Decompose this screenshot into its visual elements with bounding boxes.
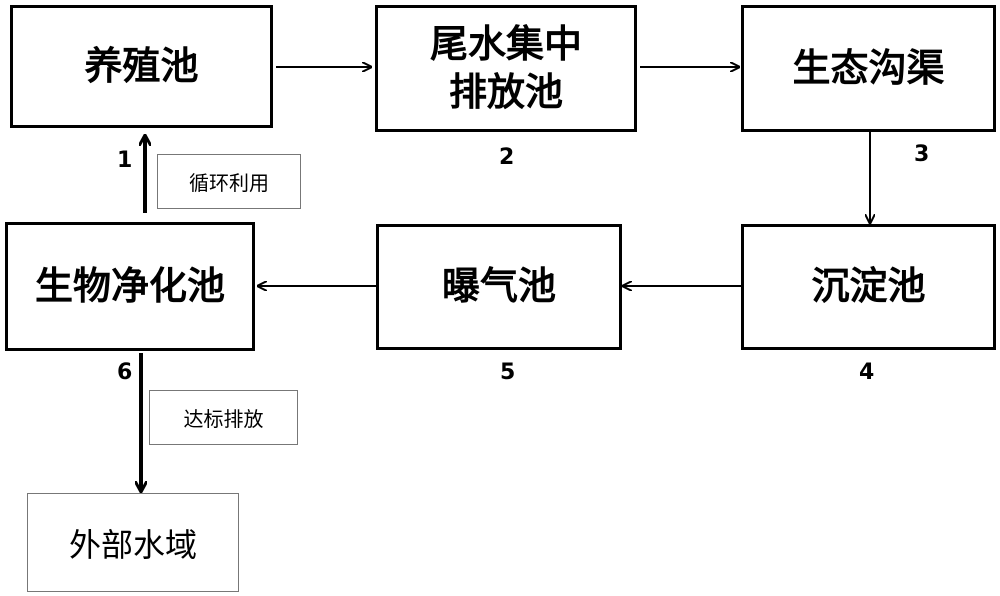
- node-sedimentation-pond: 沉淀池: [741, 224, 996, 350]
- node-number-4: 4: [859, 360, 874, 385]
- node-number-2: 2: [499, 145, 514, 170]
- external-label: 外部水域: [69, 520, 197, 566]
- node-label: 沉淀池: [811, 263, 925, 311]
- node-label: 曝气池: [442, 263, 556, 311]
- node-number-3: 3: [914, 142, 929, 167]
- node-label: 尾水集中 排放池: [430, 21, 582, 116]
- discharge-label: 达标排放: [149, 390, 298, 445]
- node-breeding-pond: 养殖池: [10, 5, 273, 128]
- node-number-6: 6: [117, 360, 132, 385]
- recycle-label: 循环利用: [157, 154, 301, 209]
- node-label: 生态沟渠: [792, 45, 944, 93]
- external-waters: 外部水域: [27, 493, 239, 592]
- node-label: 生物净化池: [35, 263, 225, 311]
- node-number-5: 5: [500, 360, 515, 385]
- node-aeration-pond: 曝气池: [376, 224, 622, 350]
- node-label: 养殖池: [84, 43, 198, 91]
- node-tailwater-discharge-pond: 尾水集中 排放池: [375, 5, 637, 132]
- node-ecological-ditch: 生态沟渠: [741, 5, 996, 132]
- node-number-1: 1: [117, 148, 132, 173]
- node-biological-purification-pond: 生物净化池: [5, 222, 255, 351]
